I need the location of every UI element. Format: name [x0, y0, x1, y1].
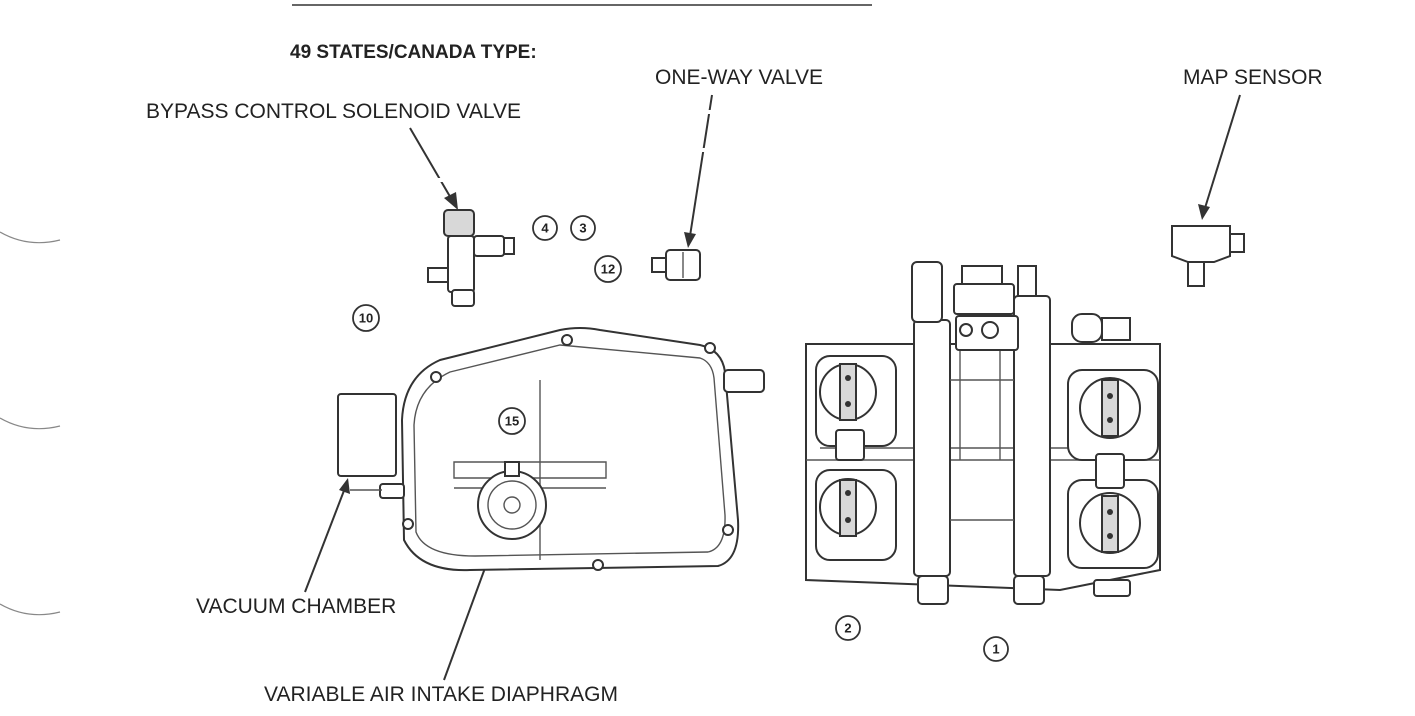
hose-callout-10: 10	[352, 304, 380, 332]
svg-text:4: 4	[541, 221, 549, 236]
svg-text:10: 10	[359, 311, 373, 326]
hose-callout-12: 12	[594, 255, 622, 283]
label-bypass-solenoid: BYPASS CONTROL SOLENOID VALVE	[146, 100, 521, 123]
page-margin-marks	[0, 231, 61, 616]
svg-text:15: 15	[505, 414, 519, 429]
label-map-sensor: MAP SENSOR	[1183, 66, 1323, 89]
map-sensor	[1171, 225, 1245, 287]
label-one-way-valve: ONE-WAY VALVE	[655, 66, 823, 89]
hose-callout-4: 4	[532, 215, 558, 241]
svg-text:1: 1	[992, 642, 999, 657]
variable-air-intake-diaphragm	[477, 461, 547, 540]
vacuum-hoses	[363, 110, 1198, 656]
hose-callout-15: 15	[498, 407, 526, 435]
svg-text:12: 12	[601, 262, 615, 277]
air-intake-cover	[400, 327, 765, 572]
one-way-valve	[651, 249, 701, 281]
vacuum-chamber	[337, 393, 405, 499]
throttle-body-assembly	[805, 261, 1161, 605]
label-diaphragm: VARIABLE AIR INTAKE DIAPHRAGM	[264, 683, 618, 706]
svg-text:2: 2	[844, 621, 851, 636]
label-vacuum-chamber: VACUUM CHAMBER	[196, 595, 396, 618]
hose-callout-2: 2	[835, 615, 861, 641]
svg-text:3: 3	[579, 221, 586, 236]
section-title: 49 STATES/CANADA TYPE:	[290, 42, 537, 63]
hose-callout-3: 3	[570, 215, 596, 241]
bypass-control-solenoid-valve	[427, 209, 515, 307]
hose-callout-1: 1	[983, 636, 1009, 662]
